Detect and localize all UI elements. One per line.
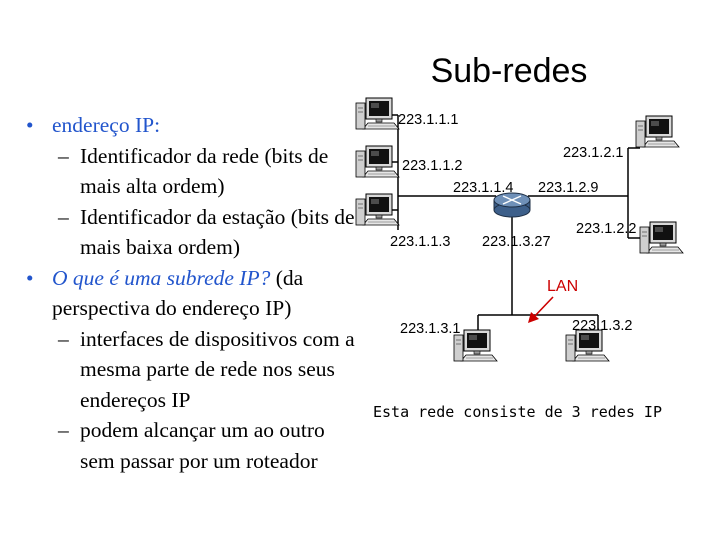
address-label: 223.1.1.3 (390, 234, 450, 250)
sub-bullet-item: – interfaces de dispositivos com a mesma… (58, 326, 355, 412)
bullet-item: • O que é uma subrede IP? (da perspectiv… (26, 263, 362, 324)
address-label: 223.1.3.27 (482, 234, 551, 250)
subnet-bus-2 (528, 147, 642, 239)
workstation-icon (355, 97, 400, 130)
lan-label: LAN (547, 278, 578, 295)
sub-bullet-reach: podem alcançar um ao outro sem passar po… (80, 418, 325, 473)
sub-bullet-network-id: Identificador da rede (bits de mais alta… (80, 143, 329, 199)
workstation-icon (635, 115, 680, 148)
bullet-dot-icon: • (26, 265, 34, 290)
arrow-icon (528, 296, 554, 323)
sub-bullet-host-id: Identificador da estação (bits de mais b… (80, 204, 355, 260)
address-label: 223.1.2.1 (563, 145, 623, 161)
workstation-icon (639, 221, 684, 254)
bullet-text-ip-address: endereço IP: (52, 113, 161, 137)
sub-bullet-interfaces: interfaces de dispositivos com a mesma p… (80, 326, 355, 412)
sub-bullet-item: – Identificador da estação (bits de mais… (58, 204, 355, 260)
bullet-list: • endereço IP: – Identificador da rede (… (26, 110, 362, 476)
address-label: 223.1.1.4 (453, 180, 513, 196)
workstation-icon (565, 329, 610, 362)
router-icon (493, 192, 531, 218)
address-label: 223.1.1.1 (398, 112, 458, 128)
address-label: 223.1.3.2 (572, 318, 632, 334)
bullet-dot-icon: • (26, 113, 34, 137)
bullet-question: O que é uma subrede IP? (52, 265, 271, 290)
bullet-question-rest: (da perspectiva do endereço IP) (52, 265, 304, 321)
address-label: 223.1.2.2 (576, 221, 636, 237)
address-label: 223.1.1.2 (402, 158, 462, 174)
slide-title: Sub-redes (430, 52, 588, 90)
address-label: 223.1.2.9 (538, 180, 598, 196)
sub-bullet-item: – podem alcançar um ao outro sem passar … (58, 418, 325, 473)
diagram-caption: Esta rede consiste de 3 redes IP (373, 403, 662, 421)
sub-bullet-item: – Identificador da rede (bits de mais al… (58, 143, 329, 199)
bullet-item: • endereço IP: (26, 110, 362, 141)
address-label: 223.1.3.1 (400, 321, 460, 337)
